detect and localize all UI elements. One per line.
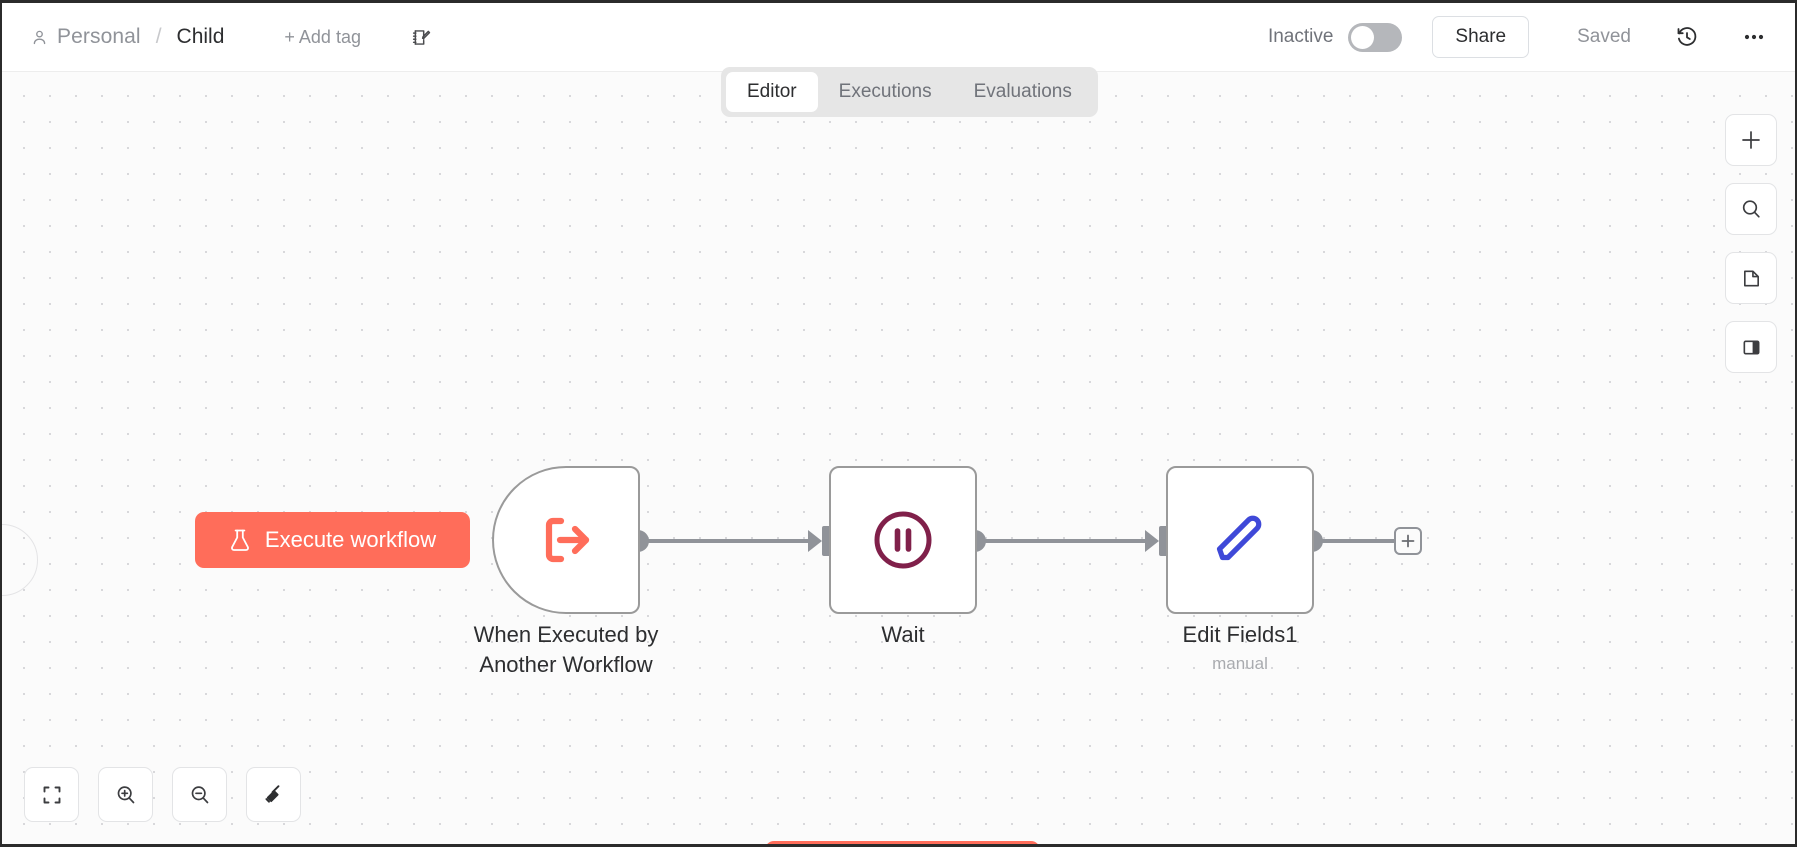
node-label-edit-fields1-line1: Edit Fields1 xyxy=(1182,622,1298,647)
notebook-edit-icon[interactable] xyxy=(411,26,433,48)
flask-icon xyxy=(229,528,251,552)
node-label-trigger-line1: When Executed by xyxy=(473,622,659,647)
header-left-group: Personal / Child + Add tag xyxy=(2,25,433,49)
workflow-active-toggle[interactable] xyxy=(1348,22,1403,52)
connection-arrow-editfields-input xyxy=(1145,530,1159,552)
connection-line-editfields-add[interactable] xyxy=(1312,539,1398,543)
add-tag-button[interactable]: + Add tag xyxy=(284,26,361,47)
tab-editor[interactable]: Editor xyxy=(726,72,818,112)
main-tabs: Editor Executions Evaluations xyxy=(721,67,1098,117)
panel-right-icon xyxy=(1741,337,1762,358)
execute-workflow-pill-label: Execute workflow xyxy=(264,527,437,552)
breadcrumb-separator: / xyxy=(155,25,162,48)
zoom-in-button[interactable] xyxy=(98,767,153,822)
node-subtitle-edit-fields1: manual xyxy=(1212,654,1268,673)
tidy-up-button[interactable] xyxy=(246,767,301,822)
add-sticky-note-button[interactable] xyxy=(1725,252,1777,304)
connection-line-wait-editfields[interactable] xyxy=(975,539,1155,543)
share-button[interactable]: Share xyxy=(1432,16,1530,58)
connection-input-bar-editfields xyxy=(1159,526,1168,556)
node-label-wait: Wait xyxy=(773,620,1033,650)
pause-circle-icon xyxy=(869,506,937,574)
canvas-zoom-toolbar xyxy=(24,767,301,822)
search-nodes-button[interactable] xyxy=(1725,183,1777,235)
node-label-trigger-line2: Another Workflow xyxy=(479,652,653,677)
execute-workflow-pill-button[interactable]: Execute workflow xyxy=(195,512,470,568)
node-edit-fields1[interactable] xyxy=(1166,466,1314,614)
tab-evaluations[interactable]: Evaluations xyxy=(973,81,1072,102)
save-status-label: Saved xyxy=(1577,26,1631,47)
node-when-executed-by-another-workflow[interactable] xyxy=(492,466,640,614)
plus-icon xyxy=(1740,129,1762,151)
breadcrumb-project[interactable]: Personal xyxy=(57,25,141,48)
zoom-to-fit-button[interactable] xyxy=(24,767,79,822)
sticky-note-icon xyxy=(1741,268,1762,289)
add-node-button[interactable] xyxy=(1725,114,1777,166)
search-icon xyxy=(1740,198,1762,220)
canvas-right-toolbar xyxy=(1725,114,1777,373)
header-right-group: Inactive Share Saved xyxy=(1268,16,1795,58)
zoom-out-button[interactable] xyxy=(172,767,227,822)
app-header: Personal / Child + Add tag Inactive Shar… xyxy=(2,3,1795,72)
person-icon xyxy=(31,29,48,46)
zoom-out-icon xyxy=(189,784,211,806)
ellipsis-icon[interactable] xyxy=(1741,24,1767,50)
execute-workflow-trigger-icon xyxy=(530,504,602,576)
toggle-knob xyxy=(1351,25,1375,49)
connection-input-bar-wait xyxy=(822,526,831,556)
connection-line-trigger-wait[interactable] xyxy=(638,539,818,543)
add-node-endpoint-button[interactable] xyxy=(1394,527,1422,555)
node-wait[interactable] xyxy=(829,466,977,614)
fit-screen-icon xyxy=(41,784,63,806)
connection-arrow-wait-input xyxy=(808,530,822,552)
node-label-wait-line1: Wait xyxy=(881,622,925,647)
history-clock-icon[interactable] xyxy=(1675,25,1699,49)
workflow-name[interactable]: Child xyxy=(176,25,225,48)
offscreen-node-hint xyxy=(2,524,38,596)
zoom-in-icon xyxy=(115,784,137,806)
toggle-side-panel-button[interactable] xyxy=(1725,321,1777,373)
workflow-canvas[interactable]: When Executed by Another Workflow Wait xyxy=(2,72,1795,844)
tab-executions[interactable]: Executions xyxy=(838,81,932,102)
node-label-trigger: When Executed by Another Workflow xyxy=(436,620,696,680)
execute-workflow-button[interactable]: Execute workflow xyxy=(765,841,1040,844)
pencil-icon xyxy=(1205,505,1275,575)
node-label-edit-fields1: Edit Fields1 xyxy=(1110,620,1370,650)
broom-icon xyxy=(262,783,285,806)
workflow-active-label: Inactive xyxy=(1267,26,1334,47)
